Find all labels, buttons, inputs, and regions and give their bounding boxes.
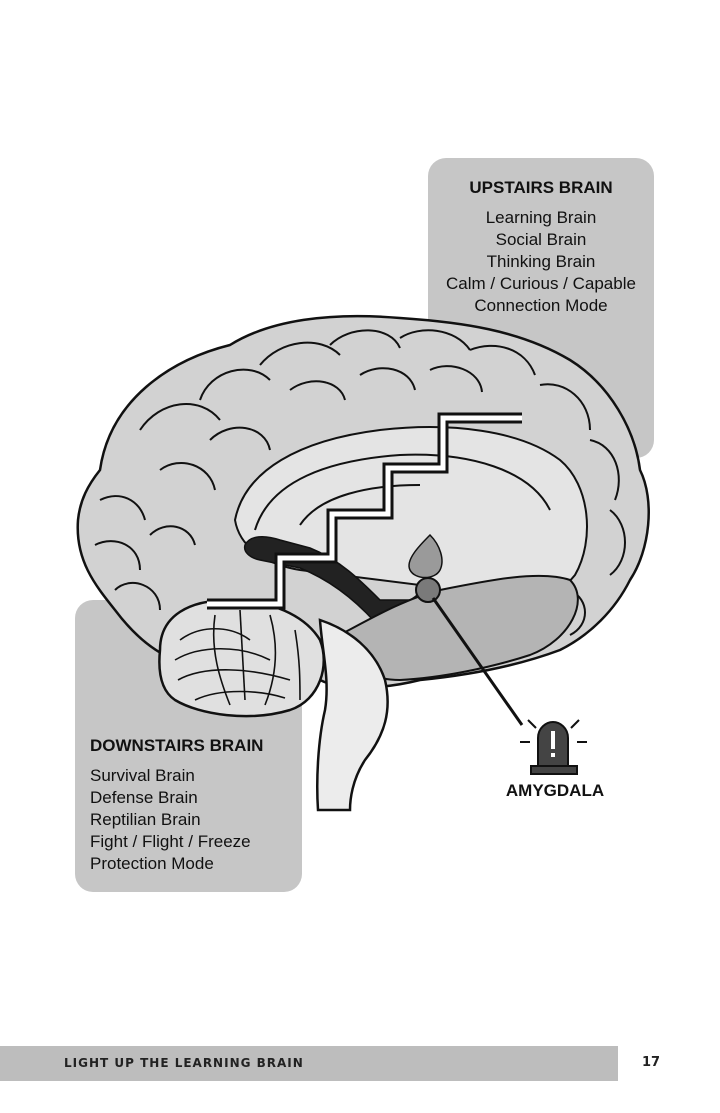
downstairs-line: Protection Mode (90, 854, 214, 873)
upstairs-text: UPSTAIRS BRAIN Learning Brain Social Bra… (428, 177, 654, 317)
upstairs-line: Learning Brain (485, 208, 597, 227)
downstairs-title: DOWNSTAIRS BRAIN (90, 736, 264, 755)
brainstem (316, 618, 389, 812)
amygdala (415, 577, 441, 603)
amygdala-label: AMYGDALA (505, 781, 605, 800)
upstairs-line: Calm / Curious / Capable (446, 274, 636, 293)
footer-bar (0, 1046, 618, 1081)
alarm-icon (520, 719, 587, 775)
upstairs-line: Connection Mode (474, 296, 608, 315)
downstairs-line: Fight / Flight / Freeze (90, 832, 251, 851)
downstairs-line: Reptilian Brain (90, 810, 201, 829)
downstairs-line: Survival Brain (90, 766, 195, 785)
upstairs-title: UPSTAIRS BRAIN (469, 178, 613, 197)
footer-title: LIGHT UP THE LEARNING BRAIN (64, 1056, 304, 1070)
upstairs-line: Social Brain (495, 230, 587, 249)
downstairs-line: Defense Brain (90, 788, 198, 807)
downstairs-text: DOWNSTAIRS BRAIN Survival Brain Defense … (90, 735, 300, 875)
upstairs-line: Thinking Brain (486, 252, 596, 271)
page-number: 17 (642, 1055, 661, 1070)
